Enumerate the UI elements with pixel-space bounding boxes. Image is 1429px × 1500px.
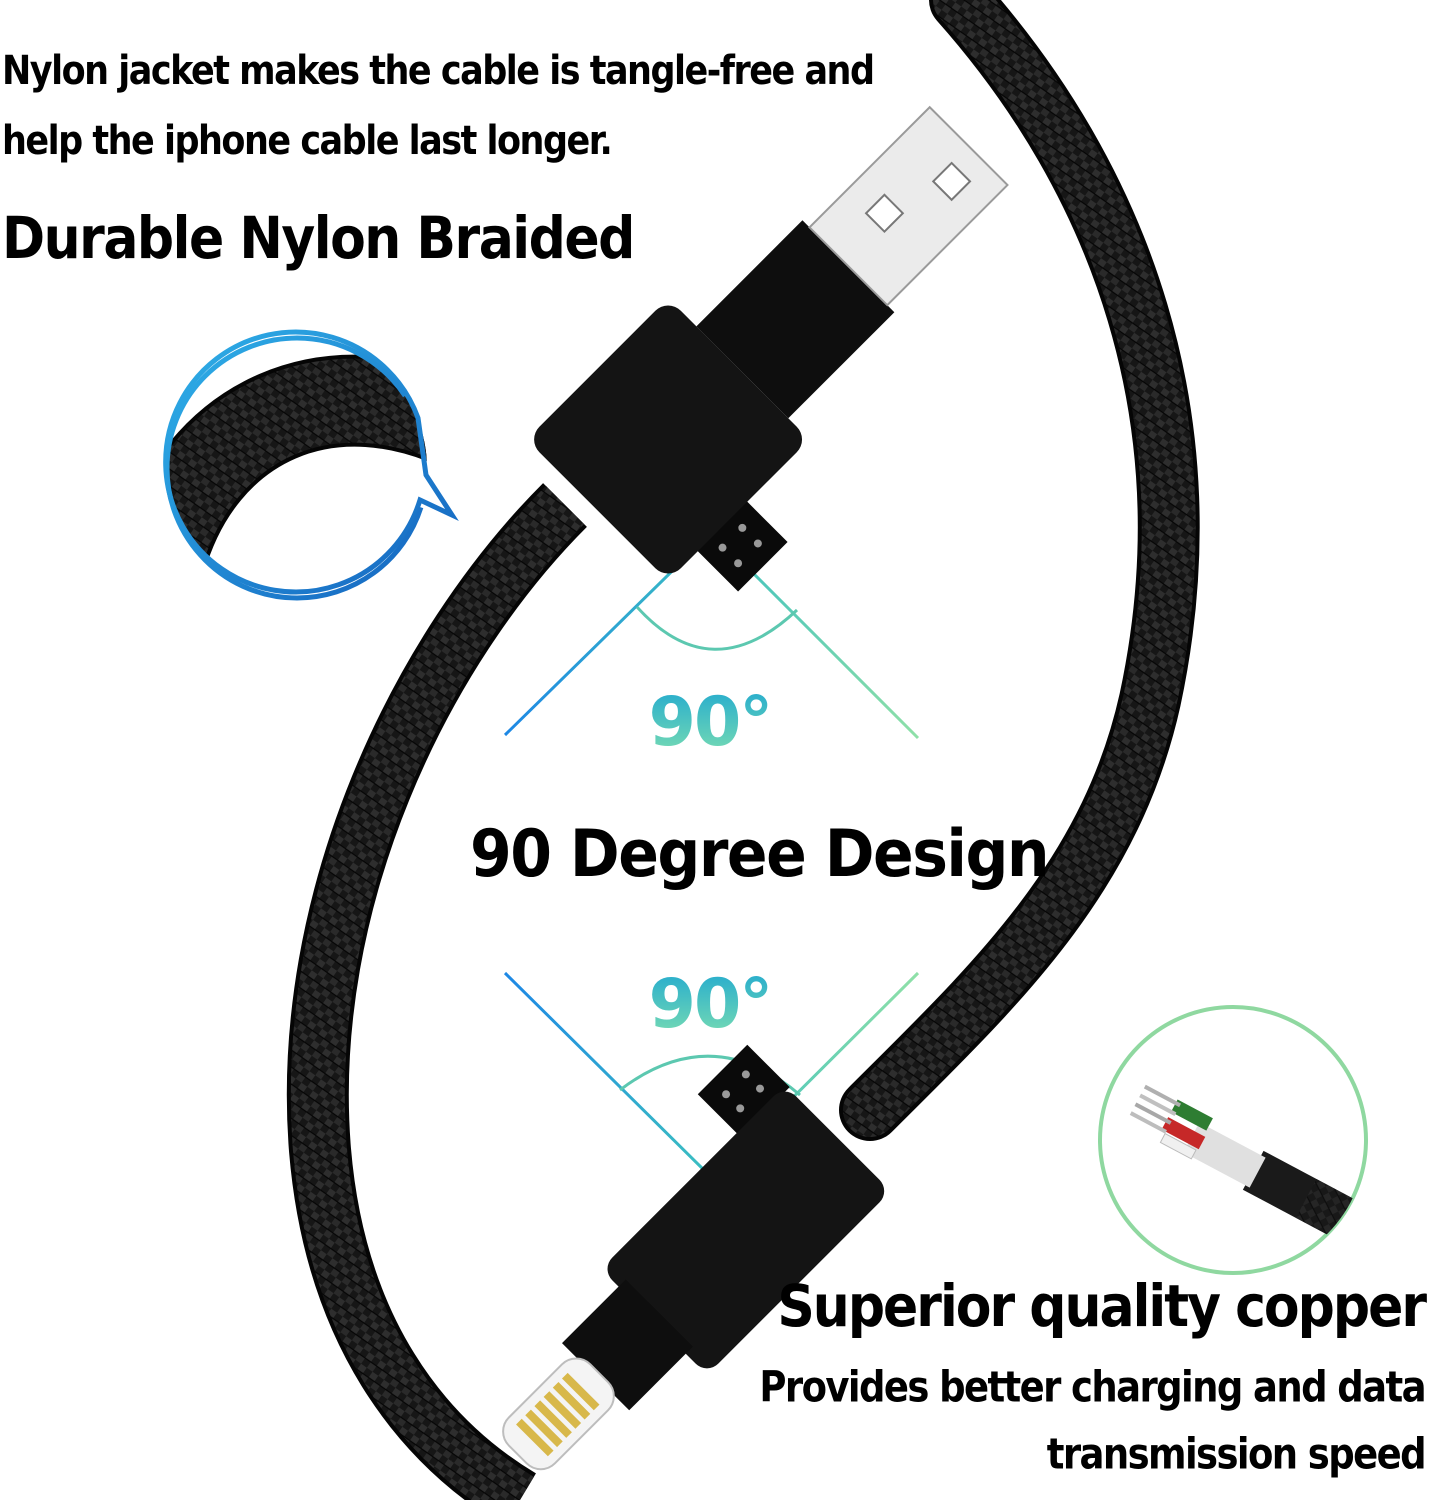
usb-a-connector [534,105,1009,592]
braid-zoom-circle [163,329,459,601]
copper-core-zoom-circle [1098,1005,1368,1275]
braided-cable [286,0,1200,1500]
feature-heading-copper: Superior quality copper [777,1273,1427,1341]
feature-description-copper-2: transmission speed [1046,1429,1427,1479]
feature-description-copper: Provides better charging and data [759,1362,1426,1412]
feature-heading-nylon: Durable Nylon Braided [2,205,635,273]
angle-label-bottom: 90° [649,965,772,1044]
angle-label-top: 90° [649,683,772,762]
feature-description-nylon-2: help the iphone cable last longer. [2,118,613,165]
lightning-connector [502,1044,885,1471]
feature-description-nylon: Nylon jacket makes the cable is tangle-f… [2,48,875,95]
feature-heading-90-degree: 90 Degree Design [470,816,1050,893]
